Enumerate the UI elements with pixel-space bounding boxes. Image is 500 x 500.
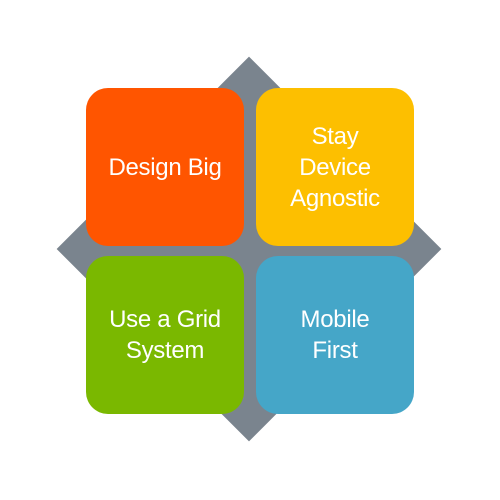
tile-label-mobile-first: Mobile First <box>300 306 370 364</box>
tile-stay-device-agnostic: Stay Device Agnostic <box>256 88 414 246</box>
tile-label-use-a-grid-system: Use a Grid System <box>109 306 221 364</box>
tile-label-stay-device-agnostic: Stay Device Agnostic <box>290 122 380 212</box>
tile-use-a-grid-system: Use a Grid System <box>86 256 244 414</box>
tile-design-big: Design Big <box>86 88 244 246</box>
tile-mobile-first: Mobile First <box>256 256 414 414</box>
tile-label-design-big: Design Big <box>108 153 222 181</box>
